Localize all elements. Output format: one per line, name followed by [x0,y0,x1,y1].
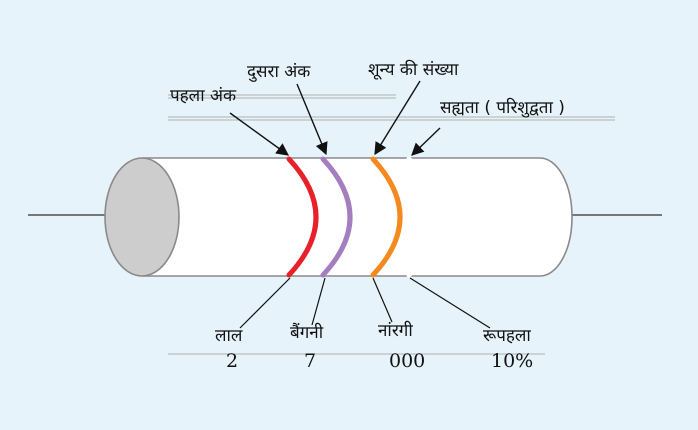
label-rules [168,94,615,355]
band-name-red: लाल [215,326,243,346]
arrow-tolerance [411,127,441,156]
band-name-orange: नांरगी [378,321,413,341]
label-second-digit: दुसरा अंक [247,62,311,82]
band-red [286,156,319,278]
leader-violet [311,277,326,326]
band-violet [320,156,353,278]
resistor-end-cap [104,157,180,277]
band-value-red: 2 [226,350,239,372]
leader-red [239,277,291,329]
band-value-silver: 10% [491,350,534,372]
leader-orange [372,277,393,323]
band-value-violet: 7 [304,350,317,372]
arrow-zeros [374,80,421,156]
leader-silver [409,277,491,329]
arrow-first-digit [229,112,290,156]
band-silver [406,156,439,278]
band-name-violet: बैंगनी [290,323,324,343]
resistor-body [142,157,573,277]
label-num-zeros: शून्य की संख्या [368,60,459,80]
label-tolerance: सह्यता ( परिशुद्वता ) [440,98,565,118]
label-first-digit: पहला अंक [170,86,237,106]
band-name-silver: रूपहला [483,326,531,346]
arrow-second-digit [296,83,328,156]
band-value-orange: 000 [389,350,426,372]
band-orange [370,156,403,278]
